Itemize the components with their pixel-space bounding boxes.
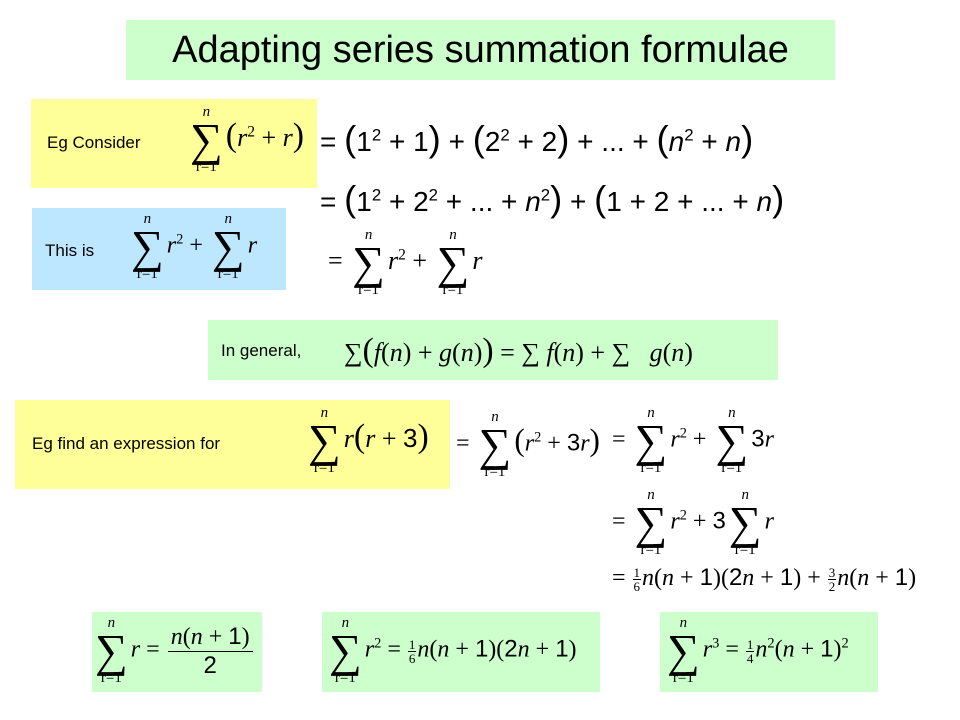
sigma-symbol: n∑r=1 — [728, 487, 762, 558]
consider-label: Eg Consider — [47, 133, 141, 152]
find-label: Eg find an expression for — [32, 434, 221, 453]
expansion-line-1: = (12 + 1) + (22 + 2) + ... + (n2 + n) — [320, 118, 754, 159]
consider-box: Eg Consider n∑r=1(r2 + r) — [31, 99, 317, 188]
sigma-symbol: n∑r=1 — [211, 211, 245, 282]
fraction-n-n-plus-1-over-2: n(n + 1)2 — [167, 624, 253, 678]
consider-expression: n∑r=1(r2 + r) — [190, 104, 305, 175]
sigma-symbol: n∑r=1 — [329, 615, 362, 686]
sigma-symbol: n∑r=1 — [634, 487, 668, 558]
sigma-symbol: n∑r=1 — [131, 211, 164, 282]
expansion-line-2: = (12 + 22 + ... + n2) + (1 + 2 + ... + … — [320, 178, 785, 219]
sigma-symbol: n∑r=1 — [634, 405, 668, 476]
sigma-symbol: n∑r=1 — [190, 104, 223, 175]
sigma-symbol: n∑r=1 — [478, 409, 512, 480]
working-line-1a: = n∑r=1(r2 + 3r) — [456, 409, 600, 480]
sigma-symbol: n∑r=1 — [667, 615, 700, 686]
this-is-label: This is — [45, 241, 95, 260]
slide-title: Adapting series summation formulae — [126, 20, 835, 80]
general-label: In general, — [221, 341, 302, 360]
sigma-symbol: n∑r=1 — [95, 615, 128, 686]
general-expression: ∑(f(n) + g(n)) = ∑ f(n) + ∑ g(n) — [344, 332, 693, 369]
sigma-symbol: n∑r=1 — [436, 227, 470, 298]
sigma-symbol: n∑r=1 — [352, 227, 385, 298]
general-box: In general, ∑(f(n) + g(n)) = ∑ f(n) + ∑ … — [208, 320, 778, 380]
sigma-symbol: n∑r=1 — [308, 405, 341, 476]
sigma-symbol: n∑r=1 — [715, 405, 749, 476]
